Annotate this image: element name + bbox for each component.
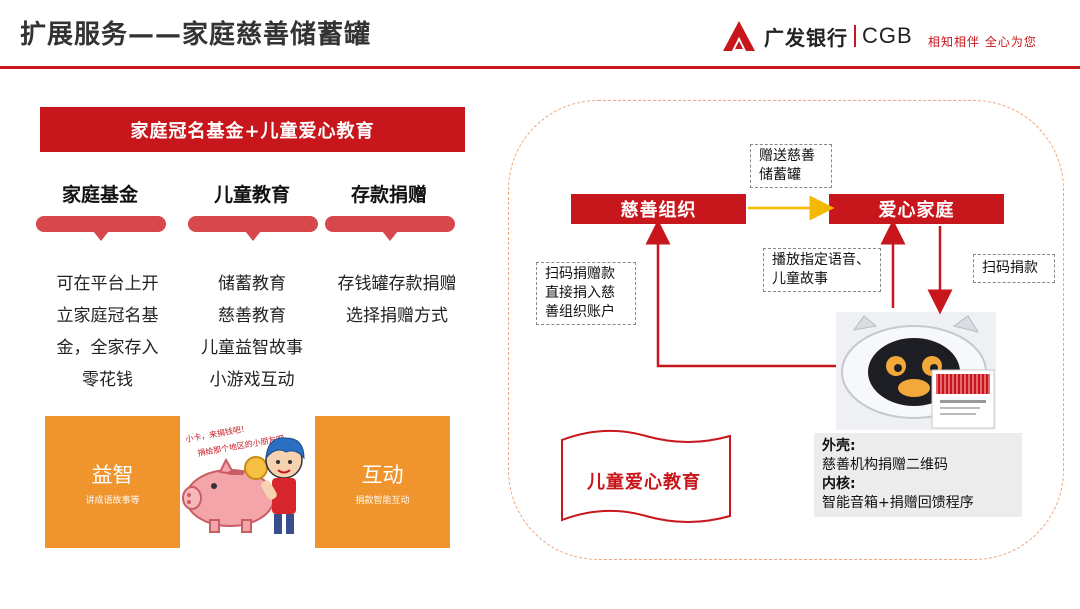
- cgb-logo-icon: [723, 21, 755, 51]
- header-divider: [0, 66, 1080, 69]
- note-line: 赠送慈善: [759, 148, 815, 164]
- text-line: 金，全家存入: [56, 338, 159, 358]
- note-scan-donation: 扫码捐款: [973, 254, 1055, 283]
- note-play-voice: 播放指定语音、 儿童故事: [763, 248, 881, 292]
- box-title: 互动: [361, 462, 404, 487]
- box-subtitle: 捐款智能互动: [355, 495, 410, 506]
- column-head-family-fund: 家庭基金: [61, 184, 138, 206]
- column-text-deposit-donation: 存钱罐存款捐赠 选择捐赠方式: [322, 268, 472, 332]
- column-bar-2: [188, 216, 318, 241]
- text-line: 儿童益智故事: [201, 338, 303, 358]
- box-interaction: 互动 捐款智能互动: [315, 416, 450, 548]
- note-line: 善组织账户: [545, 304, 615, 320]
- note-line: 儿童故事: [772, 271, 828, 287]
- info-shell-text: 慈善机构捐赠二维码: [822, 457, 948, 473]
- box-caring-family: 爱心家庭: [829, 194, 1004, 224]
- smart-piggy-device-image: [836, 312, 996, 430]
- box-puzzle-education: 益智 讲成语故事等: [45, 416, 180, 548]
- text-line: 可在平台上开: [56, 274, 159, 294]
- info-core-label: 内核:: [822, 476, 856, 492]
- text-line: 小游戏互动: [209, 370, 295, 390]
- text-line: 存钱罐存款捐赠: [337, 274, 457, 294]
- column-head-deposit-donation: 存款捐赠: [350, 184, 427, 206]
- note-line: 直接捐入慈: [545, 285, 615, 301]
- text-line: 慈善教育: [218, 306, 286, 326]
- column-text-child-education: 储蓄教育 慈善教育 儿童益智故事 小游戏互动: [182, 268, 322, 396]
- logo-separator: [854, 25, 856, 47]
- note-scan-donate: 扫码捐赠款 直接捐入慈 善组织账户: [536, 262, 636, 325]
- column-head-child-education: 儿童教育: [213, 184, 290, 206]
- text-line: 零花钱: [82, 370, 133, 390]
- note-line: 播放指定语音、: [772, 252, 870, 268]
- box-title: 益智: [91, 462, 134, 487]
- logo-en-text: CGB: [862, 23, 913, 48]
- info-shell-label: 外壳:: [822, 438, 856, 454]
- text-line: 选择捐赠方式: [346, 306, 448, 326]
- slogan: 相知相伴 全心为您: [928, 35, 1037, 49]
- column-text-family-fund: 可在平台上开 立家庭冠名基 金，全家存入 零花钱: [40, 268, 175, 396]
- piggy-bank-illustration: 小卡，来捐钱吧！ 捐给那个地区的小朋友吧: [182, 423, 305, 534]
- right-dashed-frame: [508, 100, 1064, 560]
- flag-label: 儿童爱心教育: [587, 472, 701, 493]
- info-core-text: 智能音箱+捐赠回馈程序: [822, 495, 974, 511]
- page-title: 扩展服务——家庭慈善储蓄罐: [20, 20, 372, 50]
- box-charity-org: 慈善组织: [571, 194, 746, 224]
- left-banner: 家庭冠名基金+儿童爱心教育: [40, 107, 465, 152]
- column-bar-3: [325, 216, 455, 241]
- column-bar-1: [36, 216, 166, 241]
- box-subtitle: 讲成语故事等: [85, 495, 140, 506]
- logo-cn-text: 广发银行: [764, 25, 848, 50]
- device-info-panel: 外壳: 慈善机构捐赠二维码 内核: 智能音箱+捐赠回馈程序: [814, 433, 1022, 517]
- text-line: 立家庭冠名基: [56, 306, 159, 326]
- note-line: 扫码捐赠款: [545, 266, 615, 282]
- text-line: 储蓄教育: [218, 274, 286, 294]
- note-line: 储蓄罐: [759, 167, 801, 183]
- brand-logo: 广发银行 CGB: [722, 20, 913, 52]
- note-gift-piggy: 赠送慈善 储蓄罐: [750, 144, 832, 188]
